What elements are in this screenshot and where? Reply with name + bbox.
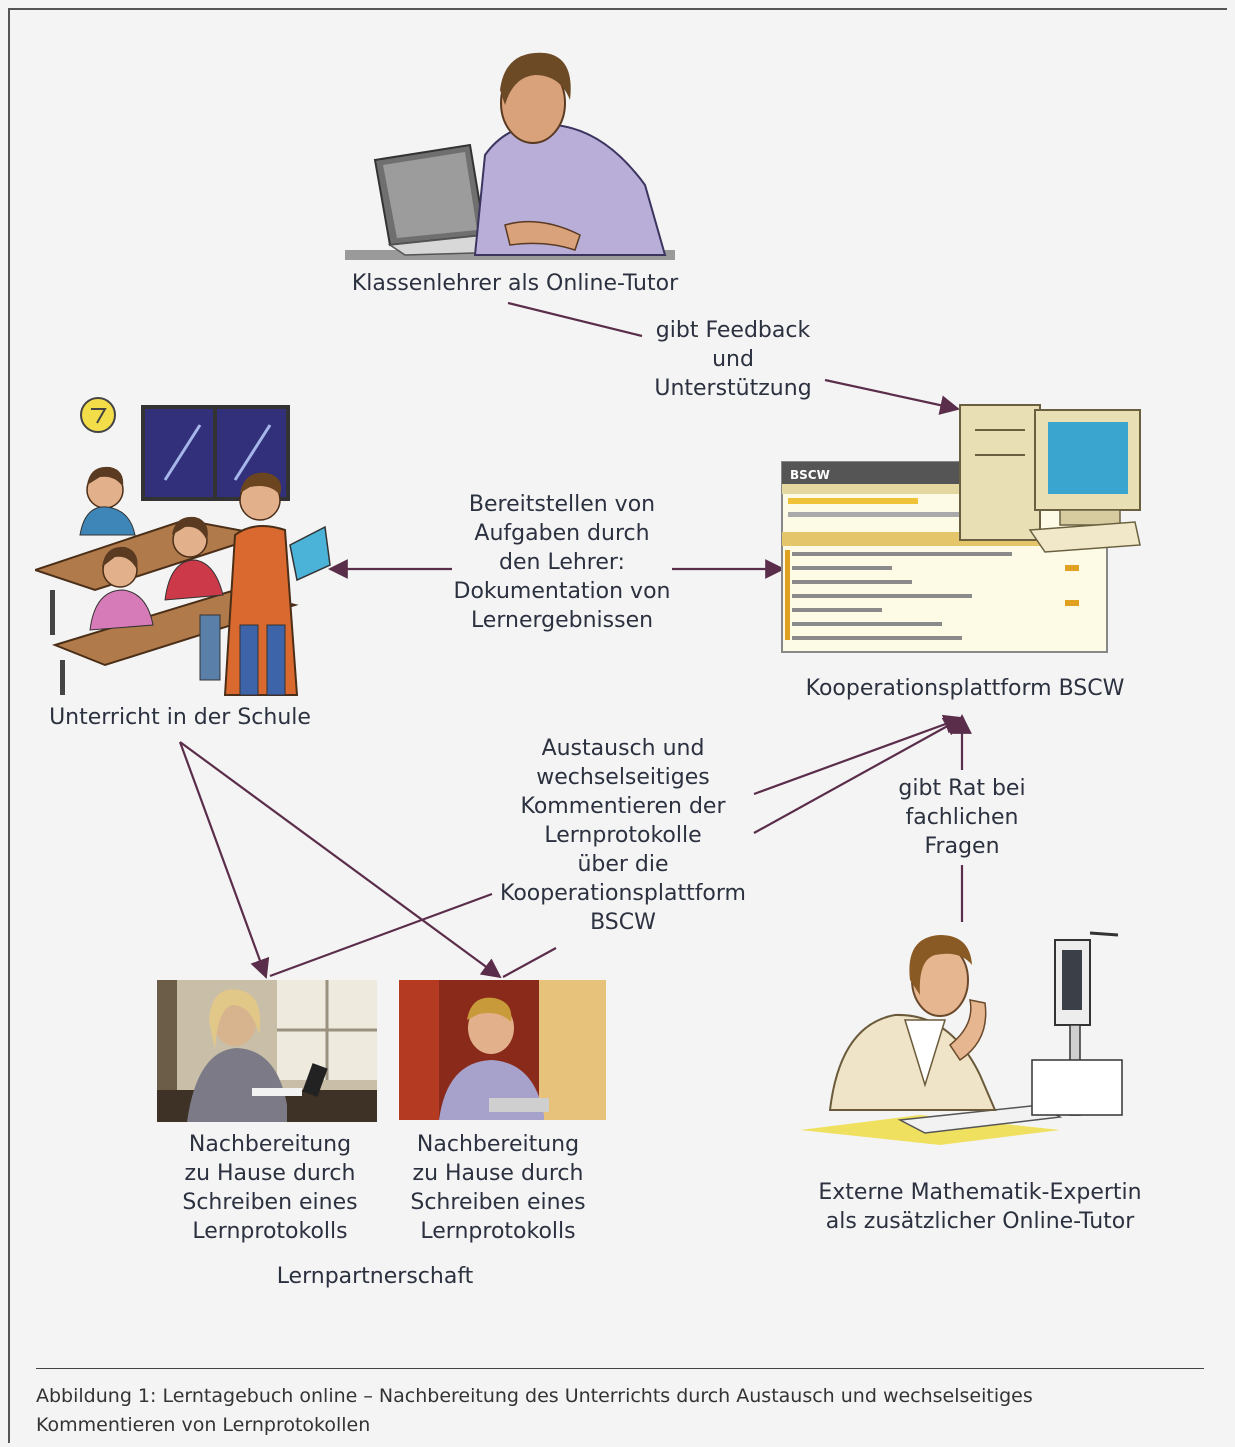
caption-line: Abbildung 1: Lerntagebuch online – Nachb… <box>36 1385 1033 1407</box>
student1-to-exchange-line <box>269 892 493 978</box>
exchange-label-line: wechselseitiges <box>536 765 710 790</box>
classroom-illustration <box>35 397 331 696</box>
teacher-illustration <box>345 52 675 260</box>
exchange-label-line: Kommentieren der <box>520 794 726 819</box>
exchange-label-line: über die <box>577 852 669 877</box>
student1-label-line: Schreiben eines <box>182 1190 358 1215</box>
figure-frame <box>8 8 1227 1443</box>
exchange-edge-label: Austausch und wechselseitiges Kommentier… <box>485 734 761 937</box>
feedback-line-top <box>507 301 643 338</box>
exchange-label-line: BSCW <box>590 910 656 935</box>
tasks-label-line: Lernergebnissen <box>470 608 654 633</box>
partnership-label: Lernpartnerschaft <box>276 1264 474 1289</box>
student1-label-line: Nachbereitung <box>188 1132 352 1157</box>
expert-illustration <box>800 931 1123 1145</box>
student2-label-line: Schreiben eines <box>410 1190 586 1215</box>
student2-to-exchange-line <box>502 947 557 978</box>
exchange-label-line: Kooperationsplattform <box>500 881 746 906</box>
figure-caption: Abbildung 1: Lerntagebuch online – Nachb… <box>36 1382 1186 1440</box>
tasks-label-line: Bereitstellen von <box>468 492 656 517</box>
class-to-student1-arrow <box>178 741 270 979</box>
exchange-label-line: Lernprotokolle <box>544 823 702 848</box>
feedback-arrow <box>824 378 960 415</box>
platform-label: Kooperationsplattform BSCW <box>805 676 1125 701</box>
advice-label-line: gibt Rat bei <box>898 776 1026 801</box>
advice-label-line: Fragen <box>924 834 1000 859</box>
tasks-label-line: den Lehrer: <box>499 550 625 575</box>
screen-title: BSCW <box>790 468 830 482</box>
advice-label-line: fachlichen <box>905 805 1019 830</box>
caption-line: Kommentieren von Lernprotokollen <box>36 1414 371 1436</box>
tasks-label-line: Aufgaben durch <box>474 521 650 546</box>
expert-label-line: Externe Mathematik-Expertin <box>818 1180 1142 1205</box>
student2-photo <box>399 980 606 1120</box>
exchange-to-platform-arrow-1 <box>753 714 964 796</box>
expert-label-line: als zusätzlicher Online-Tutor <box>825 1209 1135 1234</box>
caption-rule <box>36 1368 1204 1369</box>
classroom-label: Unterricht in der Schule <box>49 705 311 730</box>
exchange-label-line: Austausch und <box>541 736 705 761</box>
student2-label-line: zu Hause durch <box>412 1161 584 1186</box>
tasks-label-line: Dokumentation von <box>453 579 671 604</box>
advice-edge-label: gibt Rat bei fachlichen Fragen <box>862 774 1062 861</box>
student1-label-line: Lernprotokolls <box>192 1219 348 1244</box>
feedback-label-line: Unterstützung <box>654 376 812 401</box>
student2-label-line: Lernprotokolls <box>420 1219 576 1244</box>
class-to-student2-arrow <box>179 741 502 979</box>
student1-photo <box>157 980 377 1122</box>
teacher-label: Klassenlehrer als Online-Tutor <box>351 271 679 296</box>
tasks-edge-label: Bereitstellen von Aufgaben durch den Leh… <box>437 490 687 635</box>
feedback-edge-label: gibt Feedback und Unterstützung <box>623 316 843 403</box>
platform-illustration: BSCW <box>781 404 1141 653</box>
student2-label-line: Nachbereitung <box>416 1132 580 1157</box>
feedback-label-line: gibt Feedback <box>655 318 811 343</box>
student2-label: Nachbereitung zu Hause durch Schreiben e… <box>388 1130 608 1246</box>
feedback-label-line: und <box>712 347 754 372</box>
exchange-to-platform-arrow-2 <box>753 717 964 834</box>
student1-label: Nachbereitung zu Hause durch Schreiben e… <box>160 1130 380 1246</box>
student1-label-line: zu Hause durch <box>184 1161 356 1186</box>
expert-label: Externe Mathematik-Expertin als zusätzli… <box>795 1178 1165 1236</box>
